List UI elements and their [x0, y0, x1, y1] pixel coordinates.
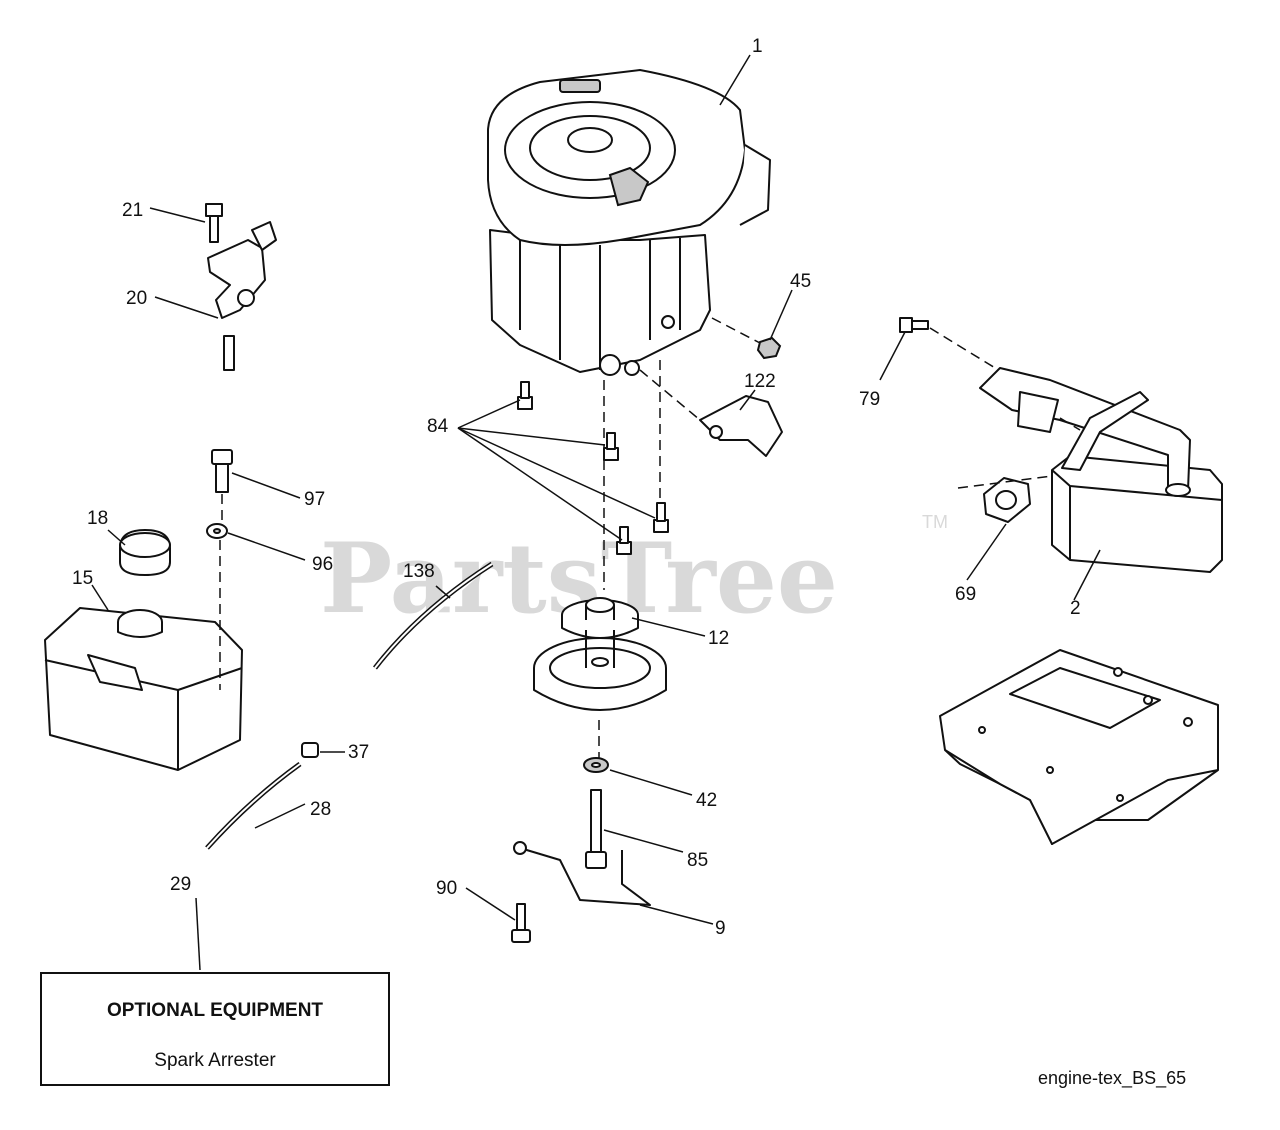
callout-90: 90	[436, 878, 457, 899]
leader-lines	[91, 54, 1101, 971]
bolt-85-part[interactable]	[585, 789, 607, 869]
optional-equipment-box: OPTIONAL EQUIPMENT Spark Arrester	[40, 972, 390, 1086]
optional-equipment-title: OPTIONAL EQUIPMENT	[106, 1000, 324, 1021]
bracket-122-part[interactable]	[699, 395, 783, 457]
nut-45-part[interactable]	[756, 336, 782, 360]
callout-122: 122	[744, 371, 776, 392]
callout-84: 84	[427, 416, 449, 437]
optional-equipment-subtitle: Spark Arrester	[154, 1050, 276, 1071]
callout-79: 79	[859, 389, 880, 410]
dashed-guide-45	[711, 317, 761, 344]
callout-1: 1	[752, 36, 763, 57]
callout-97: 97	[304, 489, 325, 510]
callout-96: 96	[312, 554, 333, 575]
gasket-69-part[interactable]	[983, 477, 1031, 523]
callout-12: 12	[708, 628, 729, 649]
callout-138: 138	[403, 561, 435, 582]
throttle-bracket-part[interactable]	[207, 221, 277, 371]
muffler-part[interactable]	[979, 367, 1223, 573]
screw-21-part[interactable]	[205, 203, 223, 243]
callout-45: 45	[790, 271, 811, 292]
bolt-97-part[interactable]	[211, 449, 233, 493]
dashed-crank-axis	[598, 380, 605, 760]
callout-20: 20	[126, 288, 147, 309]
fuel-hose-28-part[interactable]	[205, 761, 302, 850]
callout-85: 85	[687, 850, 708, 871]
bolt-90-part[interactable]	[511, 903, 531, 943]
clamp-37-part[interactable]	[301, 742, 319, 758]
callout-15: 15	[72, 568, 93, 589]
callout-42: 42	[696, 790, 717, 811]
engine-part[interactable]	[487, 69, 771, 376]
watermark-trademark: TM	[922, 512, 948, 532]
pulley-12-part[interactable]	[533, 597, 667, 711]
callout-29: 29	[170, 874, 191, 895]
diagram-reference-code: engine-tex_BS_65	[1038, 1068, 1187, 1088]
callout-37: 37	[348, 742, 369, 763]
callout-21: 21	[122, 200, 143, 221]
washer-96-part[interactable]	[206, 523, 228, 539]
dashed-guide-96	[219, 494, 223, 690]
rod-9-part[interactable]	[513, 841, 651, 906]
callout-2: 2	[1070, 598, 1081, 619]
dashed-guide-122	[639, 369, 701, 421]
bolt-84-part[interactable]	[517, 381, 669, 555]
washer-42-part[interactable]	[583, 757, 609, 773]
engine-mount-plate-part[interactable]	[939, 649, 1219, 845]
fuel-tank-part[interactable]	[44, 607, 243, 771]
callout-69: 69	[955, 584, 976, 605]
dashed-guide-2	[1059, 417, 1081, 431]
callout-9: 9	[715, 918, 726, 939]
callout-28: 28	[310, 799, 331, 820]
callout-18: 18	[87, 508, 108, 529]
callout-labels: 1 2 9 12 15 18 20 21 28 29 37 42 45 69 7…	[72, 36, 1081, 939]
gas-cap-part[interactable]	[119, 529, 171, 576]
bolt-79-part[interactable]	[899, 317, 929, 333]
